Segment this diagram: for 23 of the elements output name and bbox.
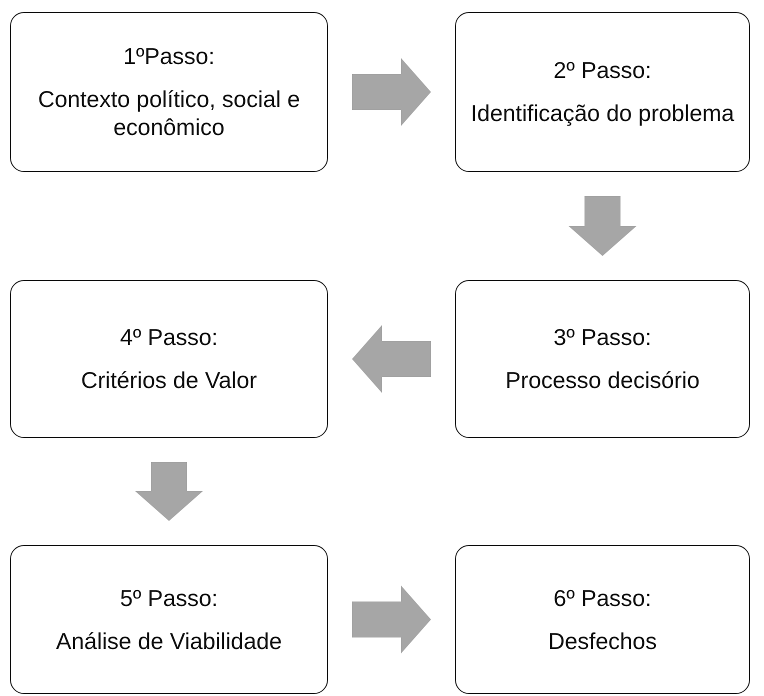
step-box [10,280,328,438]
step-heading: 2º Passo: [554,56,652,85]
step-box [10,12,328,172]
step-box [455,12,750,172]
step-box [455,280,750,438]
step-box [10,545,328,694]
step-heading: 5º Passo: [120,584,218,612]
step-heading: 6º Passo: [554,584,652,612]
block-arrow [568,196,636,256]
step-heading: 3º Passo: [554,323,652,352]
step-text: Identificação do problema [470,99,734,128]
step-heading: 4º Passo: [120,323,218,352]
step-text: Processo decisório [505,366,700,395]
block-arrow [352,586,431,654]
step-text: Análise de Viabilidade [56,626,282,656]
step-box [455,545,750,694]
step-heading: 1ºPasso: [123,42,215,71]
block-arrow [352,325,431,393]
block-arrow [135,462,203,521]
step-text: Contexto político, social e econômico [36,84,302,142]
step-text: Desfechos [548,626,657,656]
step-text: Critérios de Valor [81,366,257,395]
block-arrow [352,58,431,126]
